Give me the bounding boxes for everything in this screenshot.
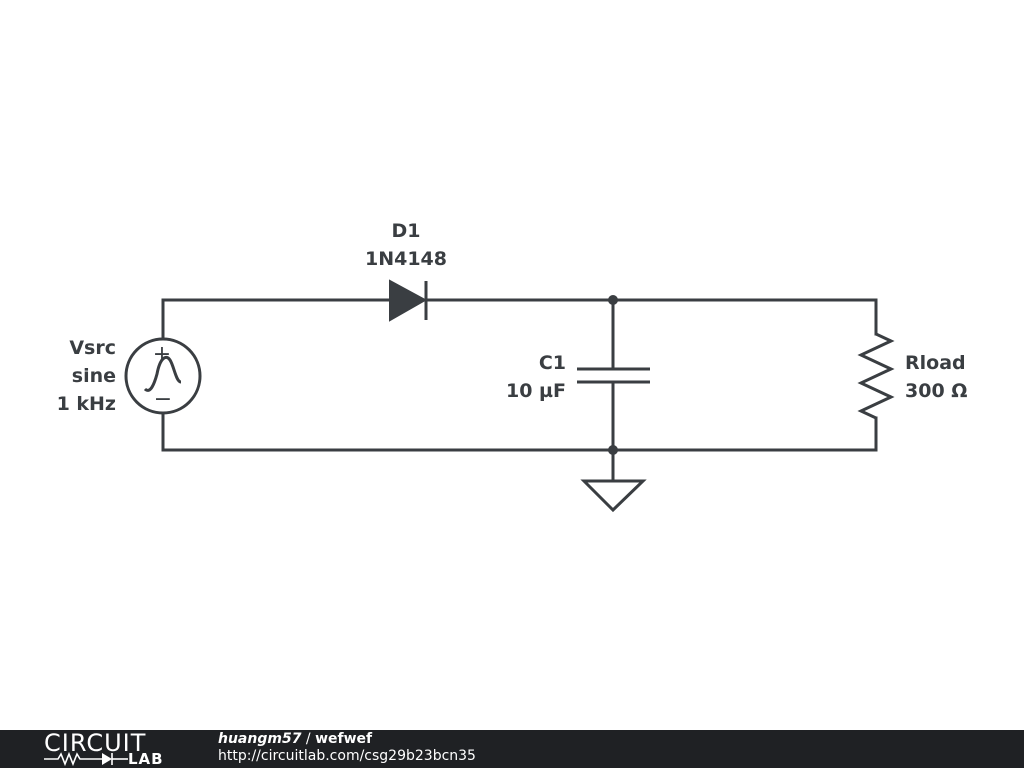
logo-resistor-diode-icon xyxy=(44,752,128,766)
schematic-canvas: + − xyxy=(124,279,895,513)
diode-label: D1 1N4148 xyxy=(346,217,466,273)
capacitor-value: 10 µF xyxy=(505,380,566,402)
ground-symbol xyxy=(580,479,647,513)
source-name: Vsrc xyxy=(69,337,116,359)
diode-symbol xyxy=(389,279,428,322)
credit-separator: / xyxy=(301,731,316,747)
junction-node-top xyxy=(608,295,618,305)
schematic-title[interactable]: wefwef xyxy=(315,731,373,747)
resistor-value: 300 Ω xyxy=(905,380,968,402)
source-minus-sign: − xyxy=(154,387,172,412)
diode-name: D1 xyxy=(391,220,421,242)
source-type: sine xyxy=(71,365,116,387)
diode-part: 1N4148 xyxy=(364,248,447,270)
source-plus-sign: + xyxy=(153,342,171,367)
capacitor-label: C1 10 µF xyxy=(466,349,566,405)
capacitor-symbol xyxy=(577,367,650,384)
logo-lab-text: LAB xyxy=(128,750,164,768)
schematic-credit: huangm57 / wefwef http://circuitlab.com/… xyxy=(218,731,476,765)
logo-circuit-text: CIRCUIT xyxy=(44,729,147,757)
source-label: Vsrc sine 1 kHz xyxy=(20,334,116,418)
capacitor-name: C1 xyxy=(538,352,566,374)
footer-bar: CIRCUIT LAB huangm57 / wefwef http://cir… xyxy=(0,730,1024,768)
schematic-url-link[interactable]: http://circuitlab.com/csg29b23bcn35 xyxy=(218,748,476,764)
resistor-name: Rload xyxy=(905,352,966,374)
author-link[interactable]: huangm57 xyxy=(218,731,302,747)
source-frequency: 1 kHz xyxy=(56,393,116,415)
resistor-symbol xyxy=(857,332,895,420)
voltage-source-symbol: + − xyxy=(124,337,202,415)
circuitlab-logo[interactable]: CIRCUIT LAB xyxy=(40,729,180,768)
resistor-label: Rload 300 Ω xyxy=(905,349,1015,405)
